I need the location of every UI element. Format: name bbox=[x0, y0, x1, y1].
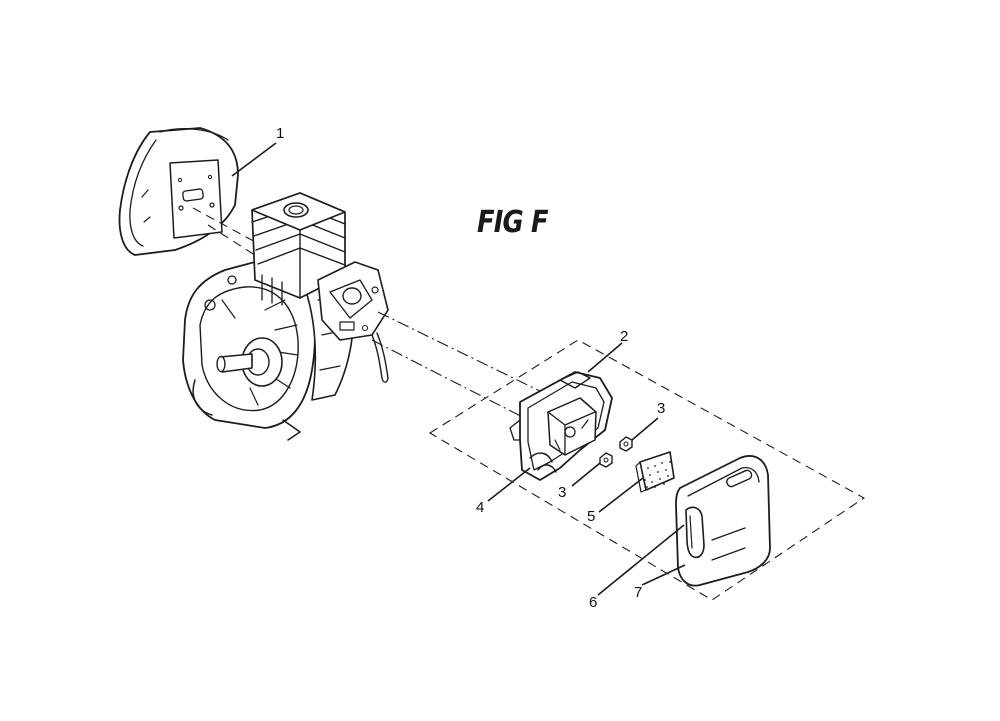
part-1-muffler-shield bbox=[118, 127, 239, 256]
leader-3a bbox=[631, 417, 659, 441]
leader-6 bbox=[597, 524, 685, 596]
part-2-air-filter-base bbox=[509, 371, 613, 481]
part-3-nut-upper bbox=[619, 436, 633, 452]
figure-title: FIG F bbox=[477, 205, 549, 240]
callout-6: 6 bbox=[589, 594, 598, 611]
leader-4 bbox=[487, 467, 531, 502]
callout-3-upper: 3 bbox=[657, 400, 666, 417]
part-7-air-filter-cover bbox=[675, 455, 771, 587]
callout-5: 5 bbox=[587, 508, 596, 525]
leader-7 bbox=[641, 564, 686, 586]
callout-2: 2 bbox=[620, 328, 629, 345]
part-5-filter-element bbox=[635, 451, 675, 493]
leader-2 bbox=[587, 342, 623, 373]
callout-7: 7 bbox=[634, 584, 643, 601]
engine-assembly bbox=[182, 192, 389, 441]
leader-1 bbox=[231, 142, 277, 177]
callout-3-lower: 3 bbox=[558, 484, 567, 501]
leader-5 bbox=[598, 477, 644, 513]
callout-4: 4 bbox=[476, 499, 485, 516]
part-3-nut-lower bbox=[599, 452, 613, 468]
leader-3b bbox=[571, 462, 601, 487]
callout-1: 1 bbox=[276, 125, 285, 142]
